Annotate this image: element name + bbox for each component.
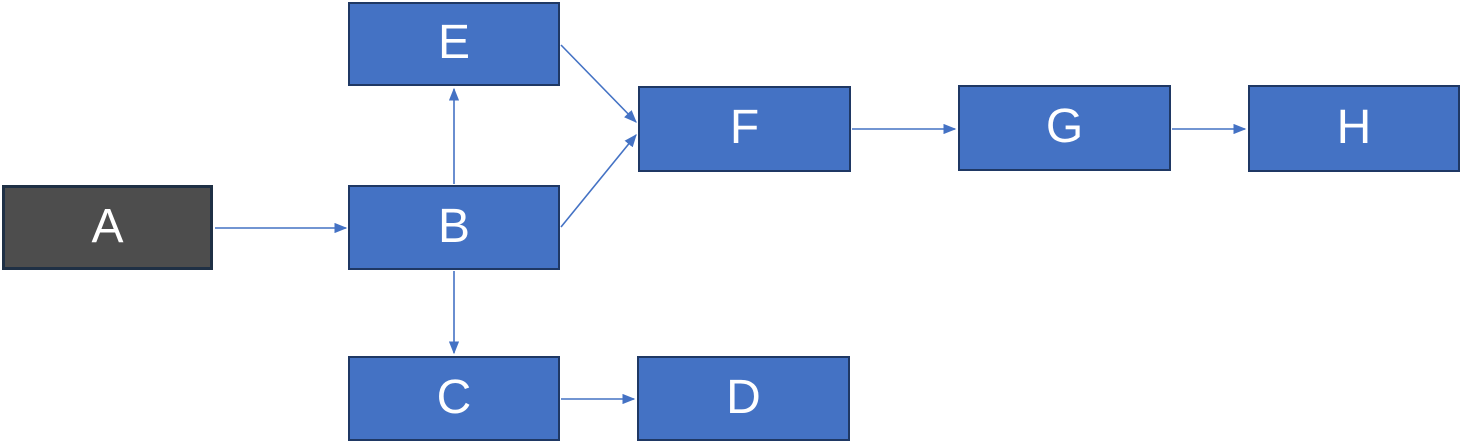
connector-B-to-F-arrow[interactable] [560,133,637,228]
node-F-label: F [729,101,760,154]
node-F[interactable]: F [638,86,851,172]
node-B[interactable]: B [348,185,560,270]
node-A-label: A [91,199,124,253]
node-D-label: D [726,370,761,424]
node-D[interactable]: D [637,356,850,441]
node-G[interactable]: G [958,85,1171,171]
node-G-label: G [1045,100,1084,153]
node-C[interactable]: C [348,356,560,441]
node-B-label: B [437,199,470,253]
node-A[interactable]: A [2,185,213,270]
node-E[interactable]: E [348,2,560,86]
node-H[interactable]: H [1248,85,1460,172]
node-E-label: E [437,16,470,69]
connector-E-to-F-arrow[interactable] [560,44,637,123]
node-C-label: C [436,370,472,424]
node-H-label: H [1336,100,1372,154]
